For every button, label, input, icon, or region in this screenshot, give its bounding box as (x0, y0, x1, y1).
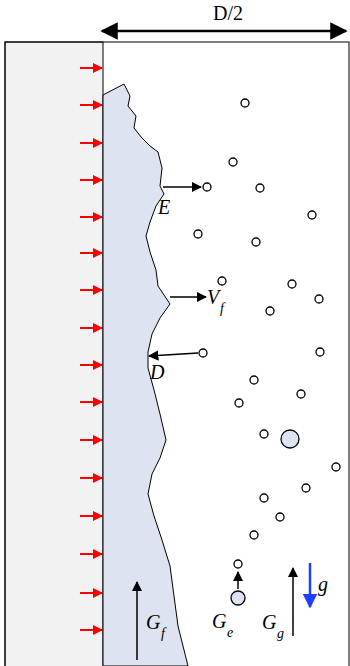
label-holder: f (220, 300, 224, 316)
entrainment-arrow (163, 186, 201, 188)
dimension-arrow (102, 30, 346, 33)
flux-label: G (262, 611, 276, 633)
label-holder: G (146, 612, 160, 632)
label-holder: g (277, 625, 284, 641)
frame (5, 42, 349, 666)
droplets (194, 99, 340, 605)
label-holder: g (318, 574, 328, 594)
deposition-label: D (150, 361, 164, 383)
gravity-arrow (309, 563, 312, 607)
velocity-label: V (207, 286, 219, 308)
flux-label: G (146, 611, 160, 633)
gas-flux-arrow (292, 568, 294, 636)
label-holder: G (262, 612, 276, 632)
deposition-arrow (149, 353, 198, 356)
subscript: e (227, 625, 233, 640)
film-flux-arrow (136, 582, 138, 660)
subscript: f (220, 301, 224, 316)
label-holder: G (212, 611, 226, 631)
entrainment-label: E (158, 196, 170, 218)
subscript: g (277, 626, 284, 641)
film-velocity-arrow (170, 296, 206, 298)
label-holder: e (227, 624, 233, 640)
pipe-wall (5, 42, 103, 666)
gravity-label: g (318, 573, 328, 595)
flux-label: G (212, 610, 226, 632)
droplet-flux-arrow (237, 572, 239, 589)
label-holder: D/2 (213, 3, 243, 23)
label-holder: D (150, 362, 164, 382)
dimension-label: D/2 (213, 2, 243, 24)
label-holder: E (158, 197, 170, 217)
liquid-film (103, 84, 188, 666)
label-holder: V (207, 287, 219, 307)
heat-flux-arrows (80, 68, 102, 630)
label-holder: f (161, 625, 165, 641)
subscript: f (161, 626, 165, 641)
